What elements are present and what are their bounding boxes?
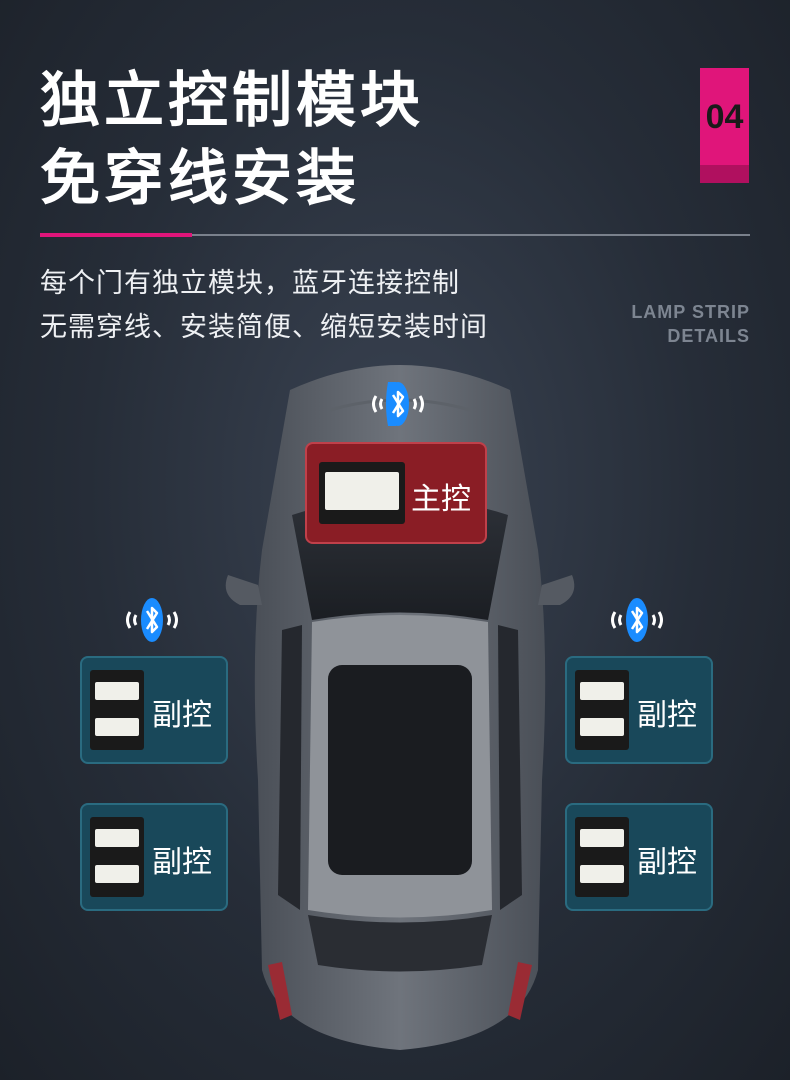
- english-caption-line-1: LAMP STRIP: [631, 302, 750, 322]
- slave-module-device-image: [90, 670, 144, 750]
- section-number-badge: 04: [700, 68, 749, 183]
- slave-module-label: 副控: [152, 845, 212, 880]
- bluetooth-icon: [126, 598, 178, 642]
- title-line-2: 免穿线安装: [40, 144, 360, 214]
- description: 每个门有独立模块，蓝牙连接控制 无需穿线、安装简便、缩短安装时间: [40, 262, 488, 350]
- description-line-2: 无需穿线、安装简便、缩短安装时间: [40, 312, 488, 343]
- english-caption-line-2: DETAILS: [667, 326, 750, 346]
- slave-module-card: 副控: [80, 656, 228, 764]
- slave-module-card: 副控: [565, 656, 713, 764]
- slave-module-card: 副控: [565, 803, 713, 911]
- slave-module-device-image: [90, 817, 144, 897]
- divider-accent: [40, 233, 192, 237]
- slave-module-label: 副控: [152, 698, 212, 733]
- english-caption: LAMP STRIP DETAILS: [631, 300, 750, 348]
- title-line-1: 独立控制模块: [40, 66, 424, 136]
- page-title: 独立控制模块 免穿线安装: [40, 62, 424, 218]
- slave-module-device-image: [575, 670, 629, 750]
- section-number: 04: [705, 98, 744, 136]
- master-module-card: 主控: [305, 442, 487, 544]
- description-line-1: 每个门有独立模块，蓝牙连接控制: [40, 268, 460, 299]
- slave-module-card: 副控: [80, 803, 228, 911]
- master-module-device-image: [319, 462, 405, 524]
- slave-module-label: 副控: [637, 845, 697, 880]
- master-module-label: 主控: [411, 482, 471, 517]
- bluetooth-icon: [611, 598, 663, 642]
- slave-module-device-image: [575, 817, 629, 897]
- bluetooth-icon: [372, 382, 424, 426]
- slave-module-label: 副控: [637, 698, 697, 733]
- divider-line: [40, 233, 750, 237]
